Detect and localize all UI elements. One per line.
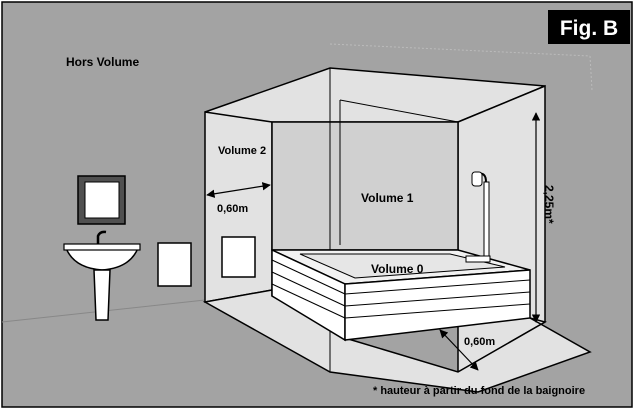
footnote: * hauteur à partir du fond de la baignoi…	[373, 385, 585, 397]
volume-0-label: Volume 0	[371, 262, 424, 276]
ceiling-edge-right	[589, 55, 593, 91]
floor-clearance-arrow	[439, 329, 479, 371]
washbasin-icon	[63, 230, 141, 321]
volume-2-width-arrow	[206, 182, 271, 198]
volume-1-zone	[271, 121, 459, 251]
bathtub	[271, 248, 531, 342]
mirror-icon	[77, 175, 126, 225]
wall-panel-hors-volume	[157, 242, 192, 287]
volume-2-label: Volume 2	[218, 145, 266, 157]
shower-icon	[465, 171, 491, 263]
volume-1-label: Volume 1	[361, 191, 414, 205]
wall-panel-volume-2	[221, 236, 256, 278]
hors-volume-label: Hors Volume	[66, 55, 139, 69]
figure-badge	[548, 10, 630, 44]
figure-badge-label: Fig. B	[560, 17, 618, 40]
volume-1-top-edge	[339, 99, 459, 123]
volume-2-width-label: 0,60m	[217, 203, 248, 215]
height-label: 2,25m*	[542, 185, 556, 224]
floor-clearance-label: 0,60m	[464, 336, 495, 348]
ceiling-edge	[329, 43, 591, 57]
